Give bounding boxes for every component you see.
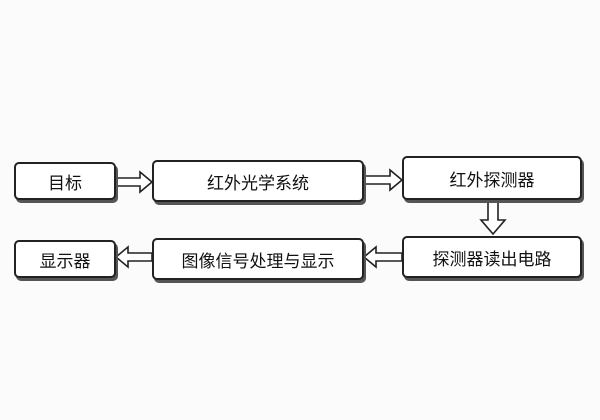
node-image-processing: 图像信号处理与显示 — [152, 238, 364, 280]
node-target: 目标 — [14, 162, 116, 200]
arrow-optics-to-detector — [363, 168, 404, 192]
node-display: 显示器 — [14, 240, 116, 278]
node-ir-optics: 红外光学系统 — [152, 160, 364, 202]
node-image-processing-label: 图像信号处理与显示 — [181, 251, 335, 272]
node-ir-detector-label: 红外探测器 — [449, 170, 535, 191]
arrow-detector-to-readout — [479, 199, 507, 236]
node-ir-detector: 红外探测器 — [402, 156, 582, 200]
arrow-readout-to-processing — [362, 245, 403, 269]
node-ir-optics-label: 红外光学系统 — [207, 173, 309, 194]
arrow-processing-to-display — [114, 245, 153, 269]
node-readout-circuit-label: 探测器读出电路 — [432, 249, 552, 270]
node-display-label: 显示器 — [39, 251, 91, 272]
arrow-target-to-optics — [115, 170, 154, 194]
node-readout-circuit: 探测器读出电路 — [402, 236, 582, 278]
node-target-label: 目标 — [48, 173, 82, 194]
